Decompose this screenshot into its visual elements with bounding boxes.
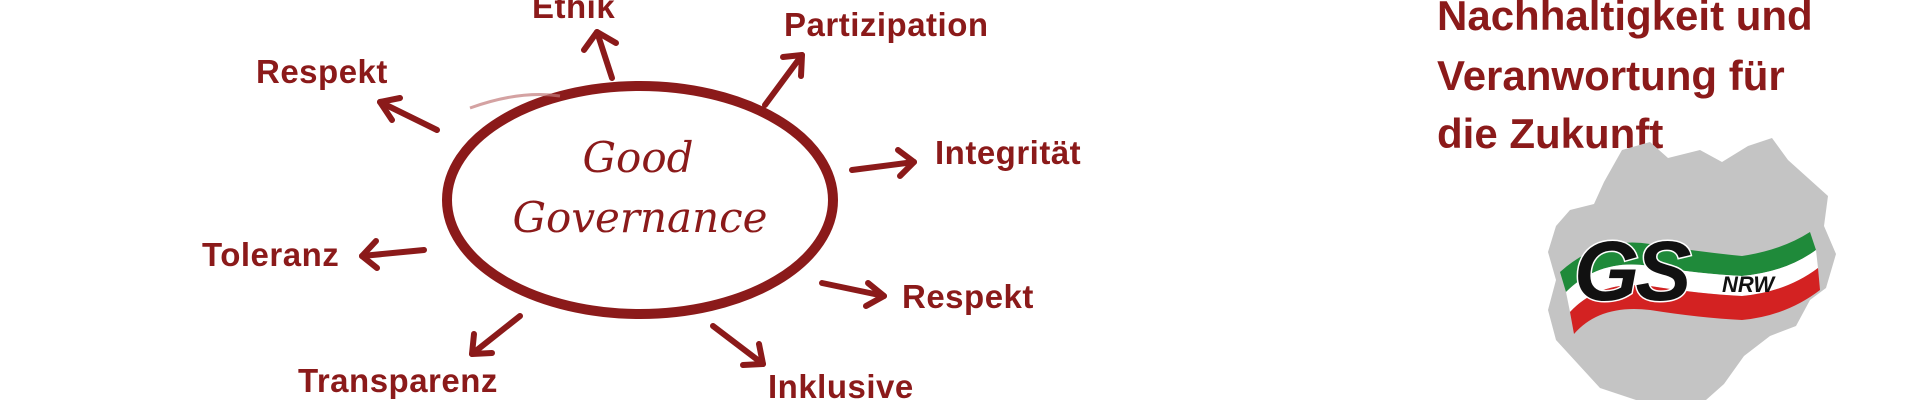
arrow-toleranz [359,238,427,271]
logo-nrw-label: NRW [1722,272,1776,297]
term-toleranz: Toleranz [202,236,339,273]
arrow-transparenz [469,313,523,357]
center-label-good: Good [582,133,693,182]
arrow-integritaet [849,147,917,179]
arrow-ethik [581,29,619,81]
gs-nrw-logo: GS NRW [1560,223,1820,334]
term-inklusive: Inklusive [768,368,914,400]
arrow-partizipation [762,52,805,108]
logo-white-stripe [1566,250,1818,312]
logo-red-stripe [1570,268,1820,334]
term-partizipation: Partizipation [784,6,989,43]
arrow-inklusive [710,323,766,368]
arrow-respekt-left [377,95,440,133]
headline-line-2: Veranwortung für [1437,52,1785,99]
logo-green-stripe [1560,232,1816,292]
term-transparenz: Transparenz [298,362,498,399]
center-label-governance: Governance [512,193,767,242]
term-ethik: Ethik [532,0,615,25]
term-respekt-right: Respekt [902,278,1034,315]
logo-gs-letters: GS [1574,224,1691,318]
term-integritaet: Integrität [935,134,1081,171]
center-ellipse [442,81,838,319]
headline-line-1: Nachhaltigkeit und [1437,0,1813,39]
arrow-respekt-right [819,280,887,309]
term-respekt-left: Respekt [256,53,388,90]
